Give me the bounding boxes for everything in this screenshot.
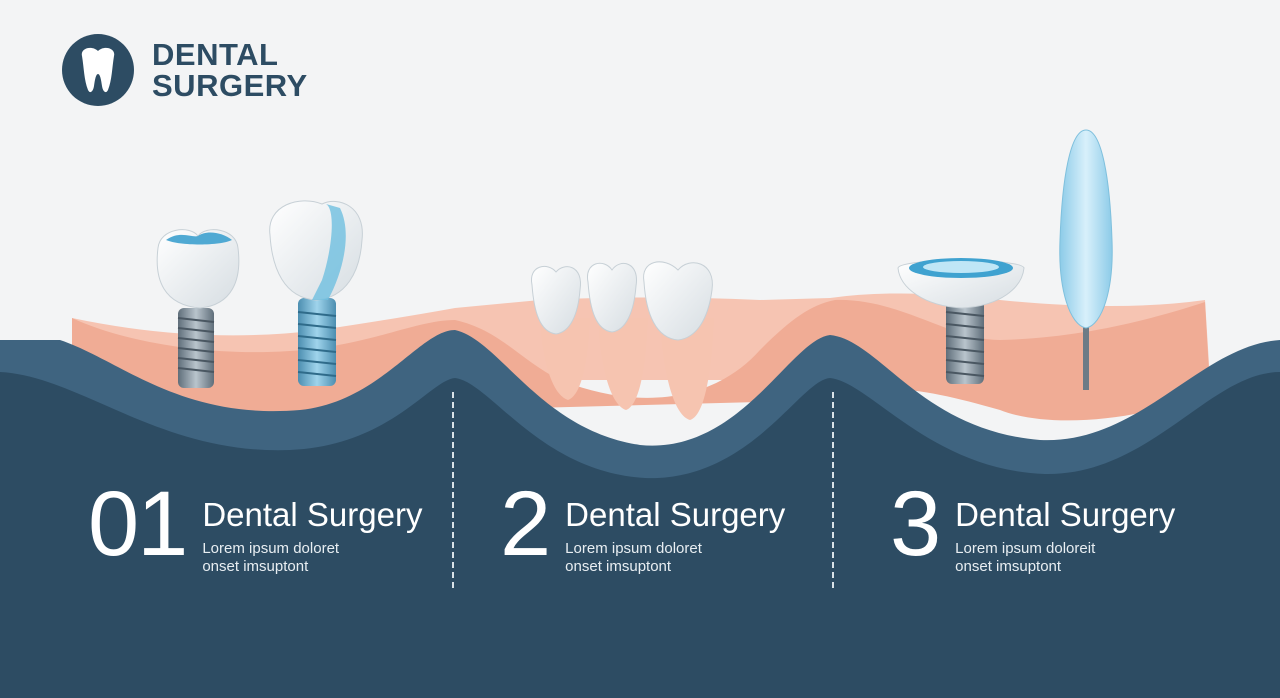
root-2 (598, 318, 648, 410)
root-3 (660, 318, 714, 420)
step-title: Dental Surgery (202, 496, 423, 533)
probe-rod (1083, 318, 1089, 390)
jaw-base (0, 372, 1280, 698)
step-number: 2 (500, 473, 551, 575)
crown-1 (156, 229, 240, 309)
natural-tooth-3 (643, 261, 713, 341)
crown-1-top (166, 232, 232, 245)
step-desc-line-2: onset imsuptont (955, 558, 1062, 575)
root-1 (540, 318, 590, 400)
step-description: Lorem ipsum doloret onset imsuptont (565, 540, 785, 576)
gum-front (72, 299, 1210, 421)
step-desc-line-1: Lorem ipsum doloret (202, 540, 340, 557)
step-3: 3 Dental Surgery Lorem ipsum doloreit on… (890, 478, 1175, 576)
divider-1 (452, 392, 454, 588)
crown-2-highlight (312, 204, 346, 300)
step-number: 3 (890, 473, 941, 575)
logo: DENTAL SURGERY (62, 34, 308, 106)
crown-2 (269, 200, 363, 301)
natural-tooth-1 (531, 265, 581, 335)
step-1: 01 Dental Surgery Lorem ipsum doloret on… (88, 478, 422, 576)
natural-tooth-2 (587, 262, 637, 333)
step-number: 01 (88, 473, 188, 575)
step-2: 2 Dental Surgery Lorem ipsum doloret ons… (500, 478, 785, 576)
step-desc-line-2: onset imsuptont (565, 558, 672, 575)
step-description: Lorem ipsum doloreit onset imsuptont (955, 540, 1175, 576)
step-body: Dental Surgery Lorem ipsum doloret onset… (565, 478, 785, 576)
logo-line-2: SURGERY (152, 68, 308, 103)
step-desc-line-1: Lorem ipsum doloreit (955, 540, 1096, 557)
step-desc-line-1: Lorem ipsum doloret (565, 540, 702, 557)
probe-handle (1059, 129, 1113, 329)
step-description: Lorem ipsum doloret onset imsuptont (202, 540, 422, 576)
divider-2 (832, 392, 834, 588)
step-body: Dental Surgery Lorem ipsum doloret onset… (202, 478, 422, 576)
step-desc-line-2: onset imsuptont (202, 558, 309, 575)
logo-text: DENTAL SURGERY (152, 39, 308, 101)
tooth-icon (62, 34, 134, 106)
logo-line-1: DENTAL (152, 37, 279, 72)
step-title: Dental Surgery (565, 496, 786, 533)
step-body: Dental Surgery Lorem ipsum doloreit onse… (955, 478, 1175, 576)
step-title: Dental Surgery (955, 496, 1176, 533)
